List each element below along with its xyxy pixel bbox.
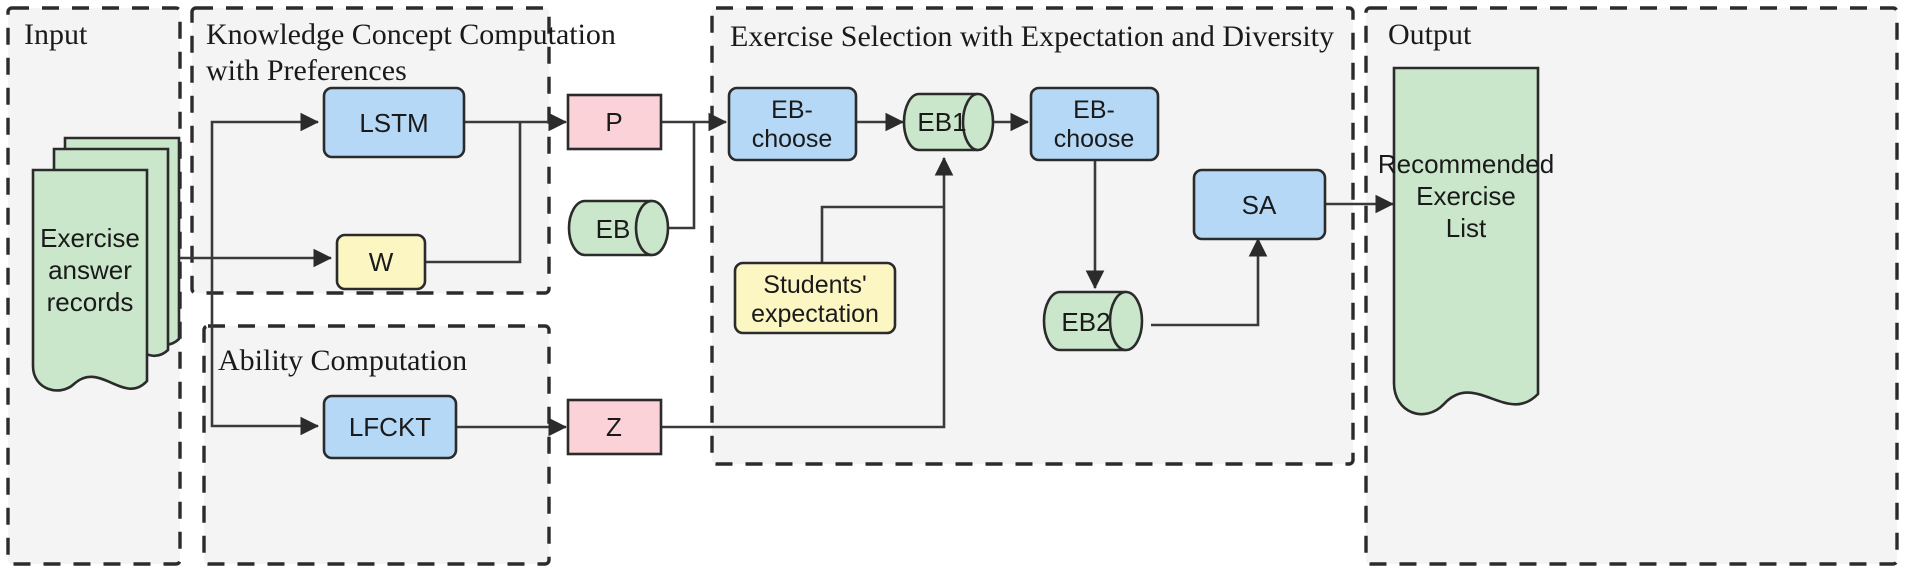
node-output-line-3: List bbox=[1446, 213, 1487, 243]
node-records-line-1: Exercise bbox=[40, 223, 140, 253]
node-lfckt-label: LFCKT bbox=[349, 412, 431, 442]
node-students-expectation-line-1: Students' bbox=[763, 271, 866, 299]
node-lfckt[interactable]: LFCKT bbox=[322, 394, 458, 460]
group-output-label: Output bbox=[1388, 18, 1472, 51]
node-eb-label: EB bbox=[596, 214, 631, 244]
node-recommended-exercise-list[interactable]: Recommended Exercise List bbox=[1378, 66, 1554, 416]
node-sa-label: SA bbox=[1242, 190, 1277, 220]
node-eb[interactable]: EB bbox=[567, 199, 670, 257]
group-kcc-label-line2: with Preferences bbox=[206, 54, 407, 87]
edge-students-expectation-to-eb1 bbox=[820, 205, 944, 263]
node-p[interactable]: P bbox=[566, 93, 663, 151]
node-output-line-2: Exercise bbox=[1416, 181, 1516, 211]
node-exercise-answer-records[interactable]: Exercise answer records bbox=[31, 136, 181, 392]
node-p-label: P bbox=[605, 107, 622, 137]
node-w-label: W bbox=[369, 247, 394, 277]
node-eb1[interactable]: EB1 bbox=[902, 92, 995, 152]
edge-z-to-eb1 bbox=[661, 156, 954, 429]
node-eb2-label: EB2 bbox=[1061, 307, 1110, 337]
node-records-line-2: answer bbox=[48, 255, 132, 285]
node-eb-choose-2[interactable]: EB- choose bbox=[1029, 86, 1160, 162]
group-ability-label: Ability Computation bbox=[218, 344, 467, 377]
edge-eb2-to-sa bbox=[1151, 237, 1268, 327]
node-sa[interactable]: SA bbox=[1192, 168, 1327, 241]
group-input-label: Input bbox=[24, 18, 88, 51]
node-lstm[interactable]: LSTM bbox=[322, 86, 466, 159]
node-z-label: Z bbox=[606, 412, 622, 442]
node-eb1-label: EB1 bbox=[917, 107, 966, 137]
group-kcc-label-line1: Knowledge Concept Computation bbox=[206, 18, 616, 51]
edge-w-to-p bbox=[425, 122, 522, 264]
node-eb2[interactable]: EB2 bbox=[1042, 290, 1144, 352]
node-output-line-1: Recommended bbox=[1378, 149, 1554, 179]
node-z[interactable]: Z bbox=[566, 398, 663, 456]
node-eb-choose-1-line-1: EB- bbox=[771, 96, 813, 124]
edge-records-to-lfckt bbox=[210, 258, 320, 436]
node-students-expectation[interactable]: Students' expectation bbox=[733, 261, 897, 335]
node-students-expectation-line-2: expectation bbox=[751, 300, 879, 328]
group-selection-label: Exercise Selection with Expectation and … bbox=[730, 20, 1334, 53]
node-eb-choose-1[interactable]: EB- choose bbox=[727, 86, 858, 162]
node-eb-choose-2-line-2: choose bbox=[1054, 125, 1135, 153]
node-lstm-label: LSTM bbox=[359, 108, 428, 138]
edge-eb-to-eb-choose-1 bbox=[668, 122, 696, 230]
edge-records-to-lstm bbox=[157, 112, 320, 260]
node-records-line-3: records bbox=[47, 287, 134, 317]
node-w[interactable]: W bbox=[335, 233, 427, 291]
node-eb-choose-2-line-1: EB- bbox=[1073, 96, 1115, 124]
node-eb-choose-1-line-2: choose bbox=[752, 125, 833, 153]
